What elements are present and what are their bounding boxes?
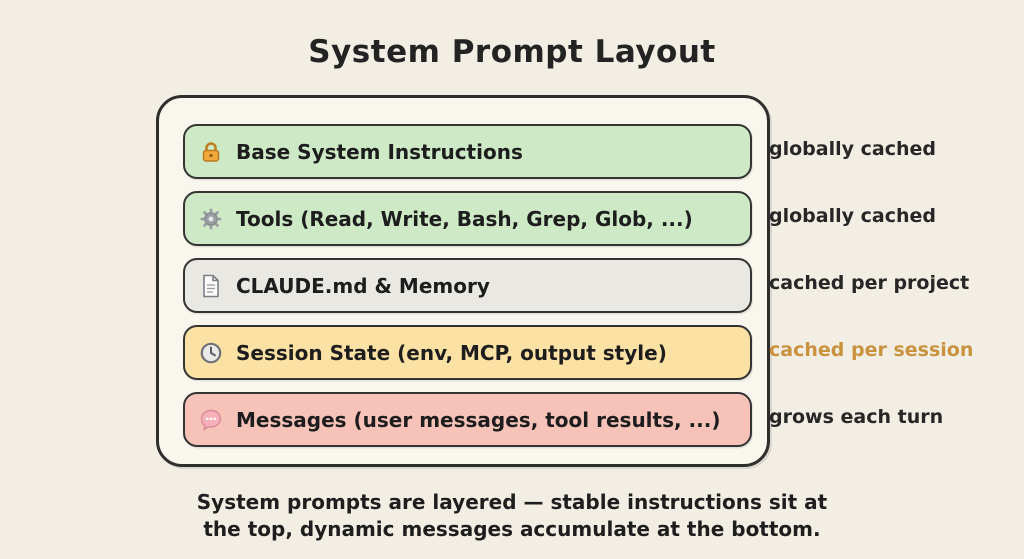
caption-line-1: System prompts are layered — stable inst…	[196, 490, 828, 514]
document-icon	[199, 274, 223, 298]
layer-row: CLAUDE.md & Memory	[183, 258, 752, 313]
cache-note: cached per session	[769, 338, 974, 361]
layer-label: Session State (env, MCP, output style)	[236, 340, 667, 365]
layer-label: Tools (Read, Write, Bash, Grep, Glob, ..…	[236, 206, 693, 231]
cache-note: globally cached	[769, 204, 936, 227]
cache-note: cached per project	[769, 271, 970, 294]
gear-icon	[199, 207, 223, 231]
clock-icon	[199, 341, 223, 365]
speech-icon	[199, 408, 223, 432]
diagram-title: System Prompt Layout	[308, 34, 716, 70]
cache-note: globally cached	[769, 137, 936, 160]
layer-label: CLAUDE.md & Memory	[236, 273, 490, 298]
cache-note: grows each turn	[769, 405, 944, 428]
layer-row: Messages (user messages, tool results, .…	[183, 392, 752, 447]
layer-label: Base System Instructions	[236, 139, 523, 164]
diagram-caption: System prompts are layered — stable inst…	[0, 489, 1024, 543]
layer-row: Session State (env, MCP, output style)	[183, 325, 752, 380]
layer-row: Tools (Read, Write, Bash, Grep, Glob, ..…	[183, 191, 752, 246]
cache-notes: globally cached globally cached cached per…	[769, 121, 1017, 444]
lock-icon	[199, 140, 223, 164]
layer-row: Base System Instructions	[183, 124, 752, 179]
caption-line-2: the top, dynamic messages accumulate at …	[203, 517, 821, 541]
layer-label: Messages (user messages, tool results, .…	[236, 407, 721, 432]
